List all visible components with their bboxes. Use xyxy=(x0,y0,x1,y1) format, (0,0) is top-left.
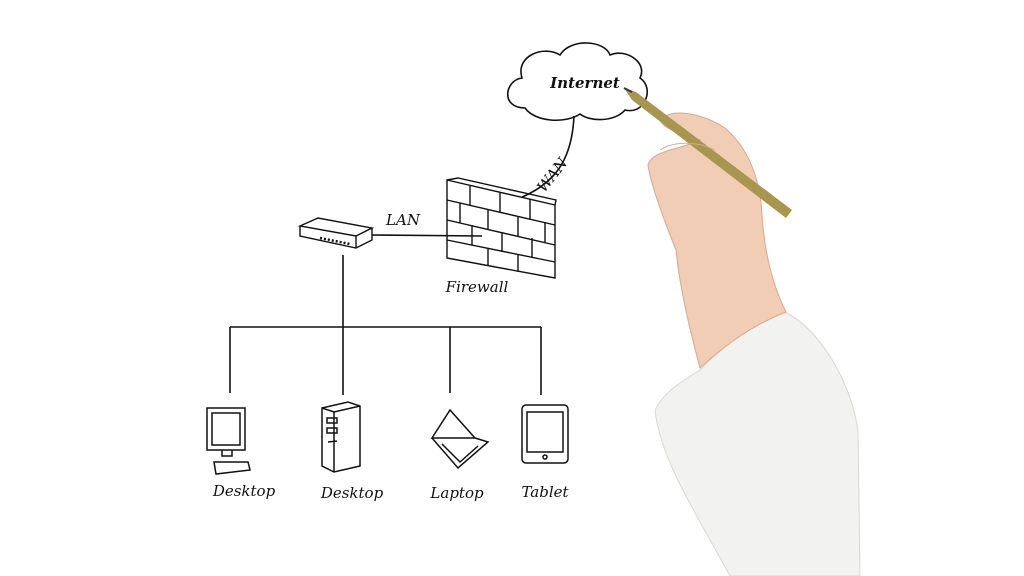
device-label: Laptop xyxy=(430,484,484,502)
lan-link xyxy=(371,234,483,237)
internet-label: Internet xyxy=(550,74,620,92)
laptop-icon xyxy=(430,408,490,470)
router-icon xyxy=(297,217,375,249)
wan-link xyxy=(514,115,575,201)
monitor-icon xyxy=(206,407,251,475)
pen-icon xyxy=(623,87,792,218)
internet-cloud-icon xyxy=(507,42,649,122)
tablet-icon xyxy=(521,404,569,464)
firewall-label: Firewall xyxy=(445,278,509,296)
device-label: Desktop xyxy=(320,484,384,502)
network-bus xyxy=(229,255,542,395)
tower-pc-icon xyxy=(321,401,361,473)
lan-label: LAN xyxy=(386,211,420,229)
device-label: Desktop xyxy=(212,482,276,500)
sleeve xyxy=(654,311,861,576)
device-label: Tablet xyxy=(521,483,569,501)
firewall-icon xyxy=(446,177,557,279)
